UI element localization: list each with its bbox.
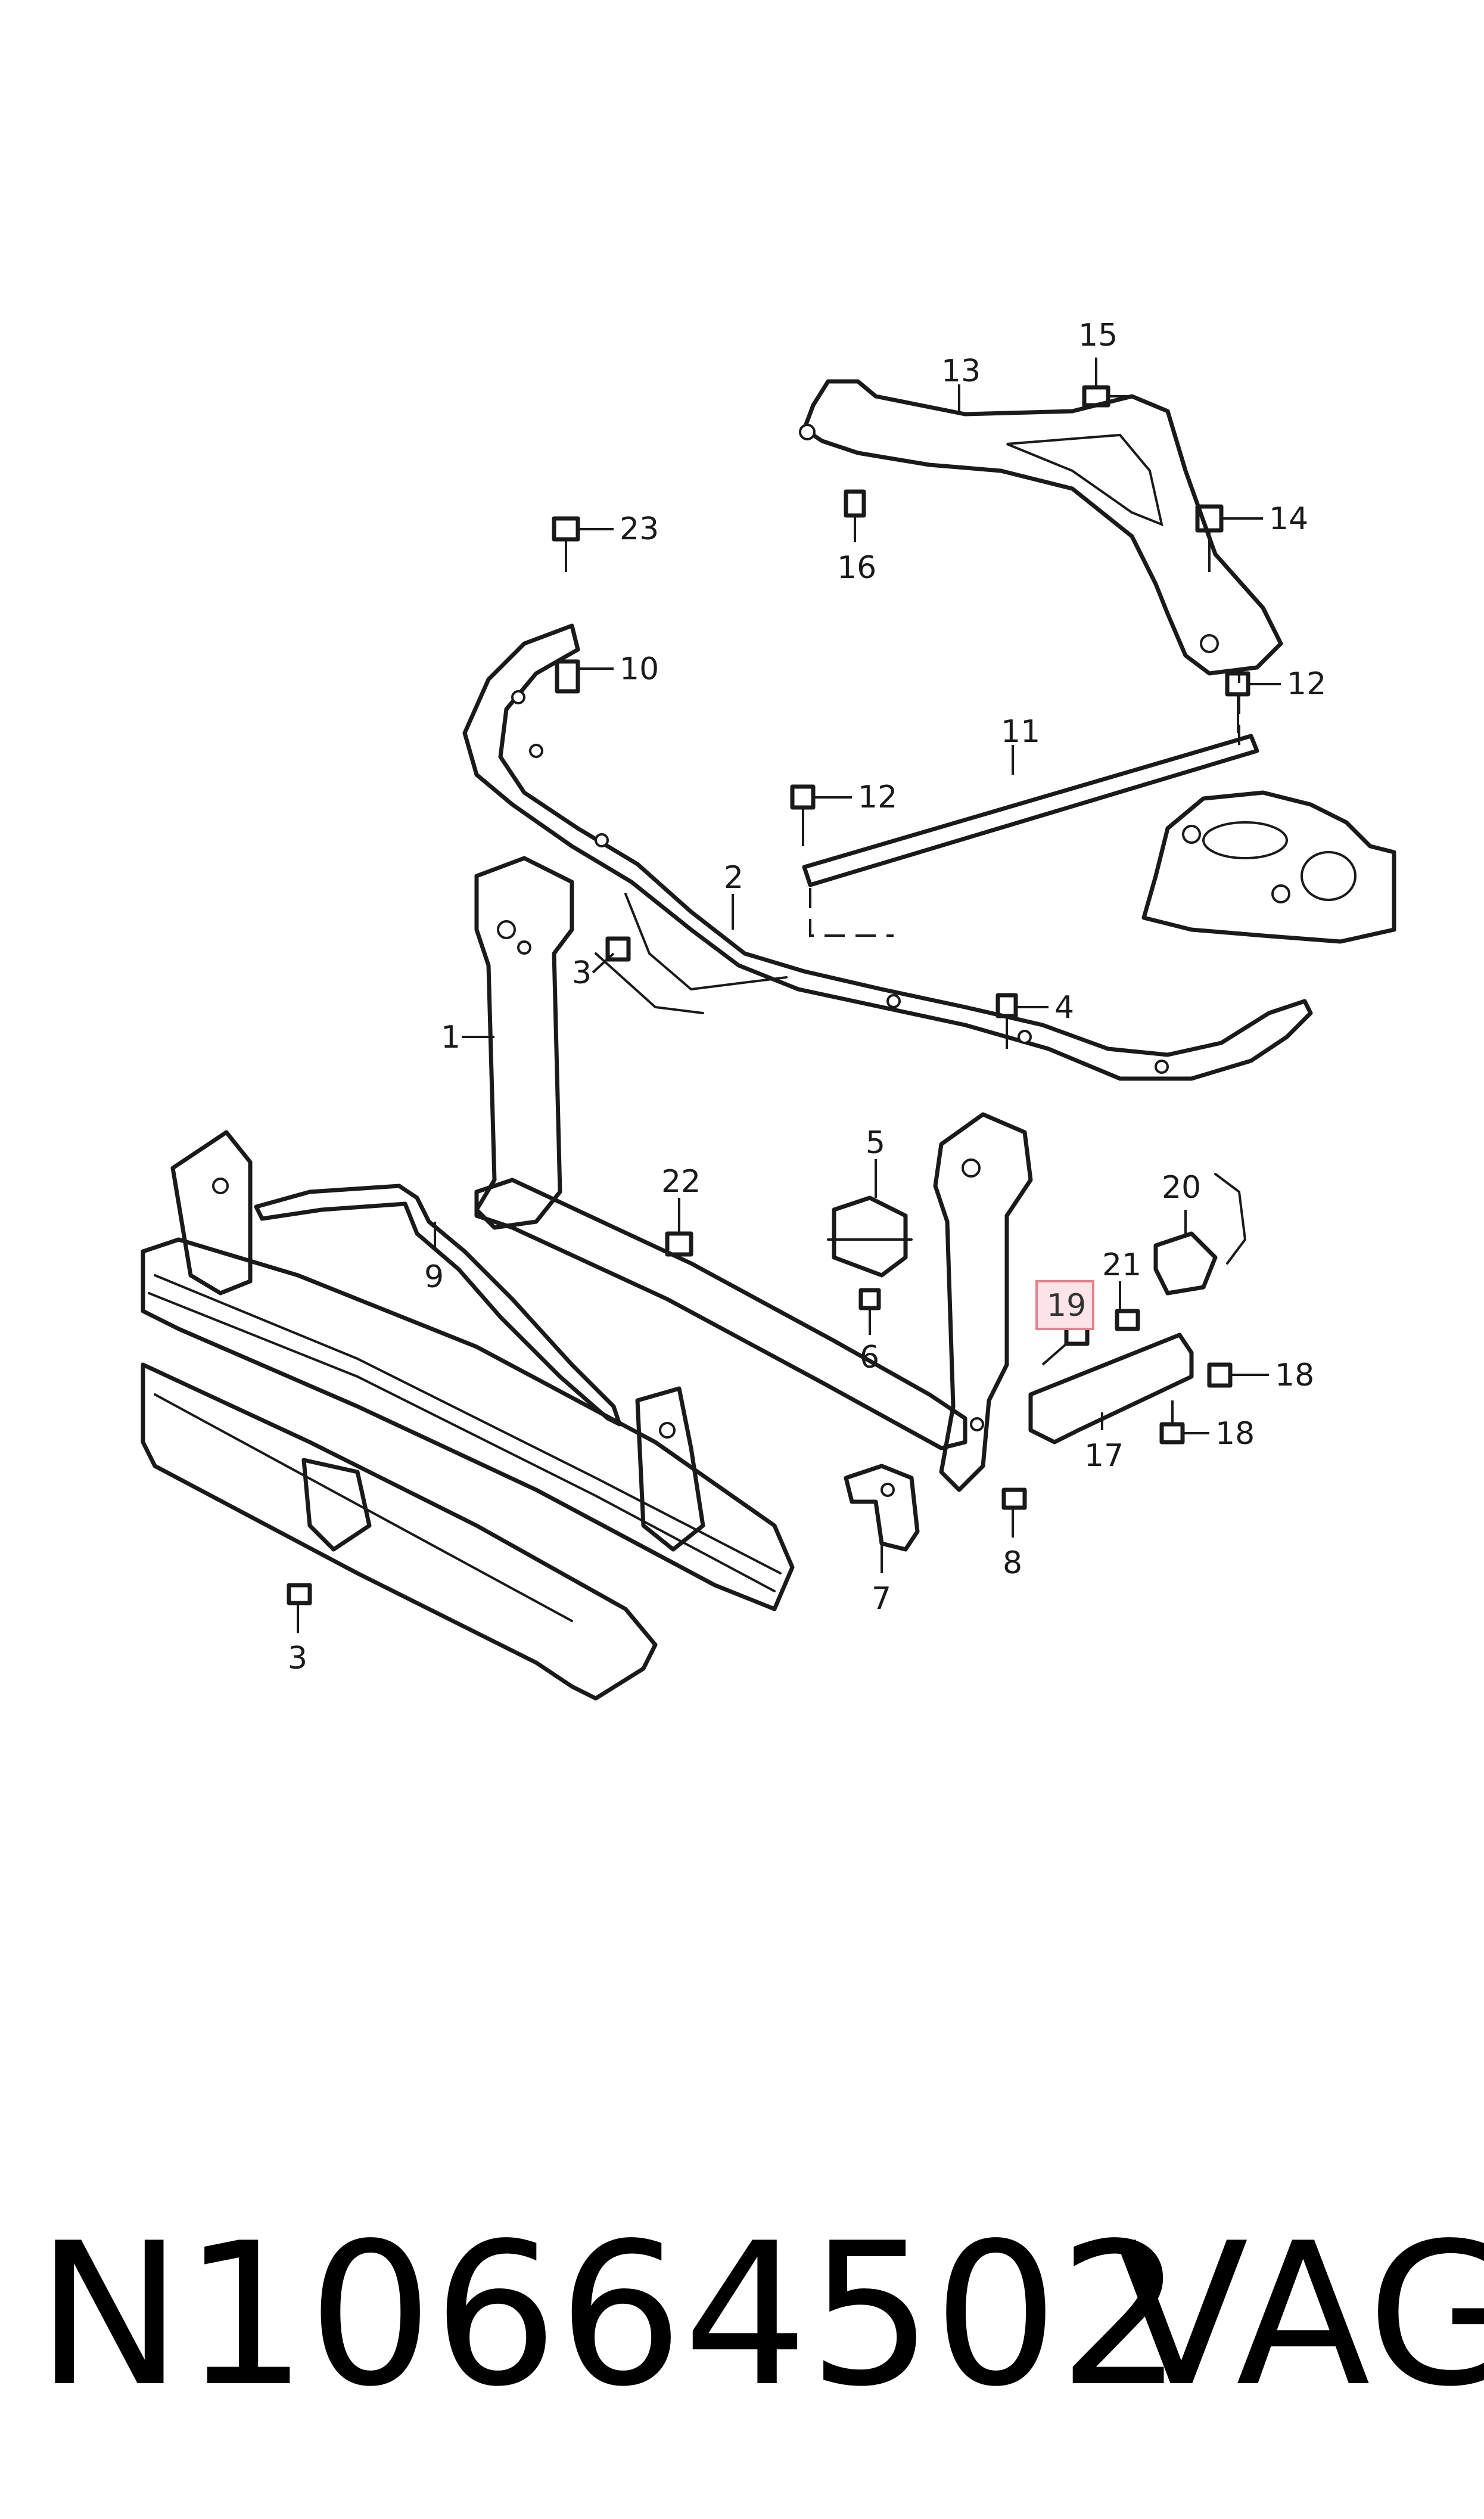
bumper-beam: [141, 1130, 795, 1701]
bolt-18-lower: [1159, 1400, 1185, 1445]
callout-18-right: 18: [1275, 1358, 1314, 1393]
bolt-4: [995, 993, 1018, 1049]
bolt-10: [555, 659, 580, 694]
callout-16: 16: [837, 550, 876, 586]
callout-17: 17: [1084, 1438, 1124, 1474]
callout-3-upper: 3: [572, 955, 592, 991]
brand-label: VAG: [1114, 2201, 1484, 2430]
callout-9: 9: [424, 1259, 444, 1295]
part-17-bracket: [1028, 1333, 1194, 1445]
callout-6: 6: [860, 1340, 879, 1375]
part-9-diagonal-strut: [254, 1184, 622, 1427]
bolt-12-left: [790, 784, 816, 846]
callout-21: 21: [1102, 1247, 1141, 1283]
bolt-23: [552, 516, 580, 572]
callout-19-highlight: 19: [1035, 1280, 1094, 1330]
strut-tower: [1141, 790, 1396, 944]
part-22-clip: [665, 1231, 693, 1257]
leader-lines: [297, 358, 1281, 1633]
right-vertical-carrier: [933, 1112, 1033, 1492]
bolt-6: [858, 1288, 881, 1310]
part-7-bracket: [844, 1464, 920, 1552]
part-20-bracket: [1153, 1173, 1247, 1296]
callout-22: 22: [661, 1164, 701, 1200]
callout-3-lower: 3: [288, 1641, 307, 1676]
part-5-bracket: [827, 1195, 913, 1278]
bolt-21: [1115, 1309, 1140, 1331]
bolt-12-right: [1225, 671, 1250, 733]
bolt-3-lower: [287, 1583, 312, 1605]
callout-10: 10: [620, 651, 659, 687]
callout-1: 1: [441, 1020, 461, 1055]
part-1-vertical-carrier-left: [474, 856, 574, 1230]
callout-15: 15: [1078, 318, 1118, 353]
callout-12-right: 12: [1287, 666, 1326, 702]
bolt-19: [1041, 1324, 1090, 1366]
part-2-lock-carrier-upper: [462, 623, 1313, 1081]
part-13-strut-brace: [799, 379, 1283, 676]
callout-4: 4: [1054, 990, 1074, 1026]
callout-20: 20: [1162, 1170, 1201, 1206]
bolt-18-right: [1207, 1362, 1233, 1388]
callout-12-left: 12: [858, 779, 897, 815]
bolt-15: [1082, 385, 1132, 408]
callout-11: 11: [1001, 714, 1040, 750]
lower-cross-member: [474, 1178, 967, 1450]
callout-7: 7: [872, 1581, 891, 1617]
callout-8: 8: [1003, 1545, 1022, 1581]
callout-labels: 23 10 13 15 16 14 12 12 11 2 1 3 4 5 22 …: [288, 318, 1326, 1676]
bolt-3-upper: [605, 936, 631, 962]
callout-13: 13: [941, 353, 981, 389]
callout-19: 19: [1047, 1288, 1086, 1324]
callout-2: 2: [724, 860, 743, 896]
part-number: N10664502: [36, 2201, 1184, 2430]
callout-18-lower: 18: [1215, 1416, 1255, 1452]
bolt-8: [1001, 1487, 1027, 1510]
callout-23: 23: [620, 511, 659, 547]
callout-14: 14: [1269, 501, 1308, 537]
callout-5: 5: [866, 1125, 885, 1161]
bolt-16: [844, 489, 866, 518]
